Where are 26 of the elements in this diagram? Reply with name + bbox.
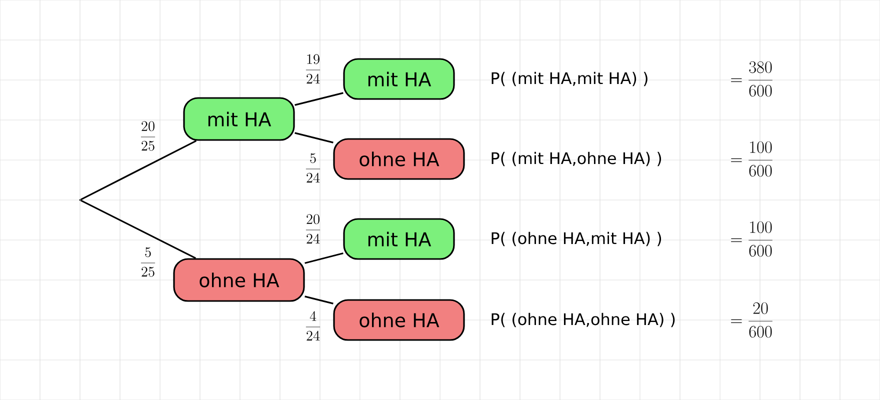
edge-label: $\frac{5}{25}$ <box>140 247 156 277</box>
branch-line <box>294 92 344 106</box>
branch-line <box>304 296 334 304</box>
edge-label: $\frac{19}{24}$ <box>306 54 320 84</box>
edge-label: $\frac{20}{24}$ <box>306 214 320 244</box>
branch-line <box>304 252 344 264</box>
probability-label: P( (ohne HA,mit HA) ) <box>492 232 662 246</box>
edge-label: $\frac{20}{25}$ <box>140 121 156 151</box>
outcome-box: ohne HA <box>333 138 465 180</box>
branch-line <box>80 140 197 200</box>
edge-label: $\frac{5}{24}$ <box>306 153 320 182</box>
edge-label: $\frac{4}{24}$ <box>306 311 320 340</box>
probability-value: $= \frac{20}{600}$ <box>731 302 772 338</box>
branch-line <box>80 200 196 259</box>
probability-label: P( (ohne HA,ohne HA) ) <box>492 312 675 328</box>
outcome-box: mit HA <box>183 97 295 141</box>
outcome-box: mit HA <box>343 218 455 260</box>
outcome-box: ohne HA <box>173 258 305 302</box>
probability-label: P( (mit HA,mit HA) ) <box>492 72 648 86</box>
probability-value: $= \frac{100}{600}$ <box>731 141 772 177</box>
outcome-box: mit HA <box>343 58 455 100</box>
outcome-box: ohne HA <box>333 299 465 341</box>
probability-label: P( (mit HA,ohne HA) ) <box>492 152 662 166</box>
probability-value: $= \frac{100}{600}$ <box>731 221 772 257</box>
probability-value: $= \frac{380}{600}$ <box>731 61 772 97</box>
branch-line <box>294 132 334 144</box>
